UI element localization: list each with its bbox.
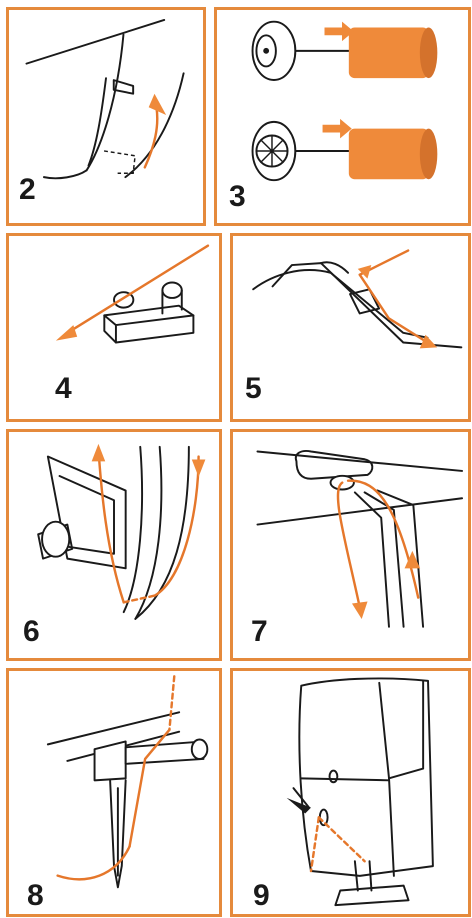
step-number: 5	[245, 372, 262, 405]
spool-pin-illustration	[251, 20, 438, 182]
needle-threader-illustration	[286, 677, 434, 907]
step-2-panel: 2	[6, 7, 206, 226]
take-up-lever-illustration	[252, 249, 463, 349]
step-4-panel: 4	[6, 233, 222, 422]
step-7-panel: 7	[230, 429, 471, 661]
step-8-panel: 8	[6, 668, 222, 917]
needle-threading-illustration	[46, 675, 209, 889]
step-5-panel: 5	[230, 233, 471, 422]
thread-path-illustration	[37, 443, 206, 620]
step-number: 2	[19, 173, 36, 206]
thread-guide-illustration	[25, 19, 185, 180]
thread-guide-hook-illustration	[256, 450, 464, 628]
step-number: 6	[23, 615, 40, 648]
step-number: 4	[55, 372, 72, 405]
step-3-panel: 3	[214, 7, 471, 226]
tension-disc-illustration	[55, 244, 210, 344]
step-number: 8	[27, 879, 44, 912]
step-number: 3	[229, 180, 246, 213]
step-6-panel: 6	[6, 429, 222, 661]
step-number: 7	[251, 615, 268, 648]
step-number: 9	[253, 879, 270, 912]
step-9-panel: 9	[230, 668, 471, 917]
